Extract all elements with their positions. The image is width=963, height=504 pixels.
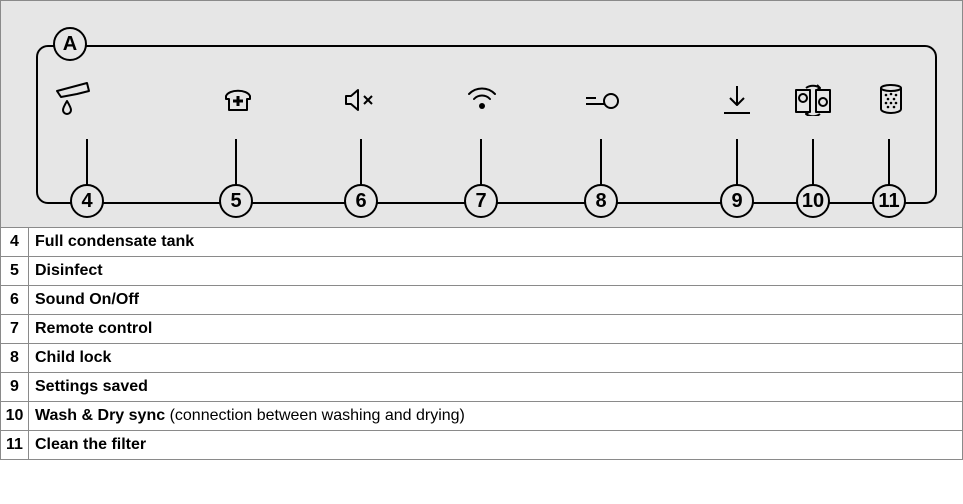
legend-label: Clean the filter bbox=[35, 436, 147, 453]
leader-line-9 bbox=[736, 139, 738, 185]
callout-5: 5 bbox=[219, 184, 253, 218]
legend-number: 10 bbox=[0, 401, 29, 431]
child-lock-key-icon bbox=[586, 93, 619, 109]
legend-row: 6 Sound On/Off bbox=[0, 285, 963, 315]
legend-row: 10 Wash & Dry sync (connection between w… bbox=[0, 401, 963, 431]
callout-11: 11 bbox=[872, 184, 906, 218]
wifi-remote-icon bbox=[468, 87, 496, 109]
callout-9: 9 bbox=[720, 184, 754, 218]
legend-description: Clean the filter bbox=[28, 430, 963, 460]
legend-number: 5 bbox=[0, 256, 29, 286]
legend-description: Remote control bbox=[28, 314, 963, 344]
legend-label: Sound On/Off bbox=[35, 291, 139, 308]
legend-description: Settings saved bbox=[28, 372, 963, 402]
leader-line-5 bbox=[235, 139, 237, 185]
display-frame bbox=[36, 45, 937, 204]
callout-8: 8 bbox=[584, 184, 618, 218]
leader-line-8 bbox=[600, 139, 602, 185]
legend-description: Child lock bbox=[28, 343, 963, 373]
legend-number: 6 bbox=[0, 285, 29, 315]
legend-row: 8 Child lock bbox=[0, 343, 963, 373]
control-panel-diagram: A bbox=[0, 0, 963, 228]
leader-line-6 bbox=[360, 139, 362, 185]
legend-note: (connection between washing and drying) bbox=[165, 407, 465, 424]
callout-6: 6 bbox=[344, 184, 378, 218]
legend-number: 11 bbox=[0, 430, 29, 460]
legend-row: 4 Full condensate tank bbox=[0, 227, 963, 257]
legend-number: 7 bbox=[0, 314, 29, 344]
panel-label-a: A bbox=[53, 27, 87, 61]
leader-line-7 bbox=[480, 139, 482, 185]
disinfect-icon bbox=[225, 89, 251, 111]
legend-row: 5 Disinfect bbox=[0, 256, 963, 286]
sound-off-icon bbox=[345, 89, 373, 111]
legend-label: Full condensate tank bbox=[35, 233, 195, 250]
callout-4: 4 bbox=[70, 184, 104, 218]
leader-line-4 bbox=[86, 139, 88, 185]
wash-dry-sync-icon bbox=[795, 84, 831, 116]
legend-label: Wash & Dry sync bbox=[35, 407, 166, 424]
legend-number: 4 bbox=[0, 227, 29, 257]
legend-row: 7 Remote control bbox=[0, 314, 963, 344]
settings-saved-icon bbox=[724, 86, 750, 114]
legend-label: Child lock bbox=[35, 349, 112, 366]
legend-number: 9 bbox=[0, 372, 29, 402]
legend-description: Sound On/Off bbox=[28, 285, 963, 315]
clean-filter-icon bbox=[880, 84, 902, 114]
legend-table: 4 Full condensate tank 5 Disinfect 6 Sou… bbox=[0, 227, 963, 460]
legend-description: Full condensate tank bbox=[28, 227, 963, 257]
legend-label: Disinfect bbox=[35, 262, 103, 279]
legend-label: Remote control bbox=[35, 320, 153, 337]
callout-7: 7 bbox=[464, 184, 498, 218]
legend-row: 9 Settings saved bbox=[0, 372, 963, 402]
leader-line-11 bbox=[888, 139, 890, 185]
callout-10: 10 bbox=[796, 184, 830, 218]
legend-label: Settings saved bbox=[35, 378, 148, 395]
legend-row: 11 Clean the filter bbox=[0, 430, 963, 460]
leader-line-10 bbox=[812, 139, 814, 185]
condensate-tank-icon bbox=[56, 82, 90, 115]
legend-number: 8 bbox=[0, 343, 29, 373]
legend-description: Disinfect bbox=[28, 256, 963, 286]
legend-description: Wash & Dry sync (connection between wash… bbox=[28, 401, 963, 431]
